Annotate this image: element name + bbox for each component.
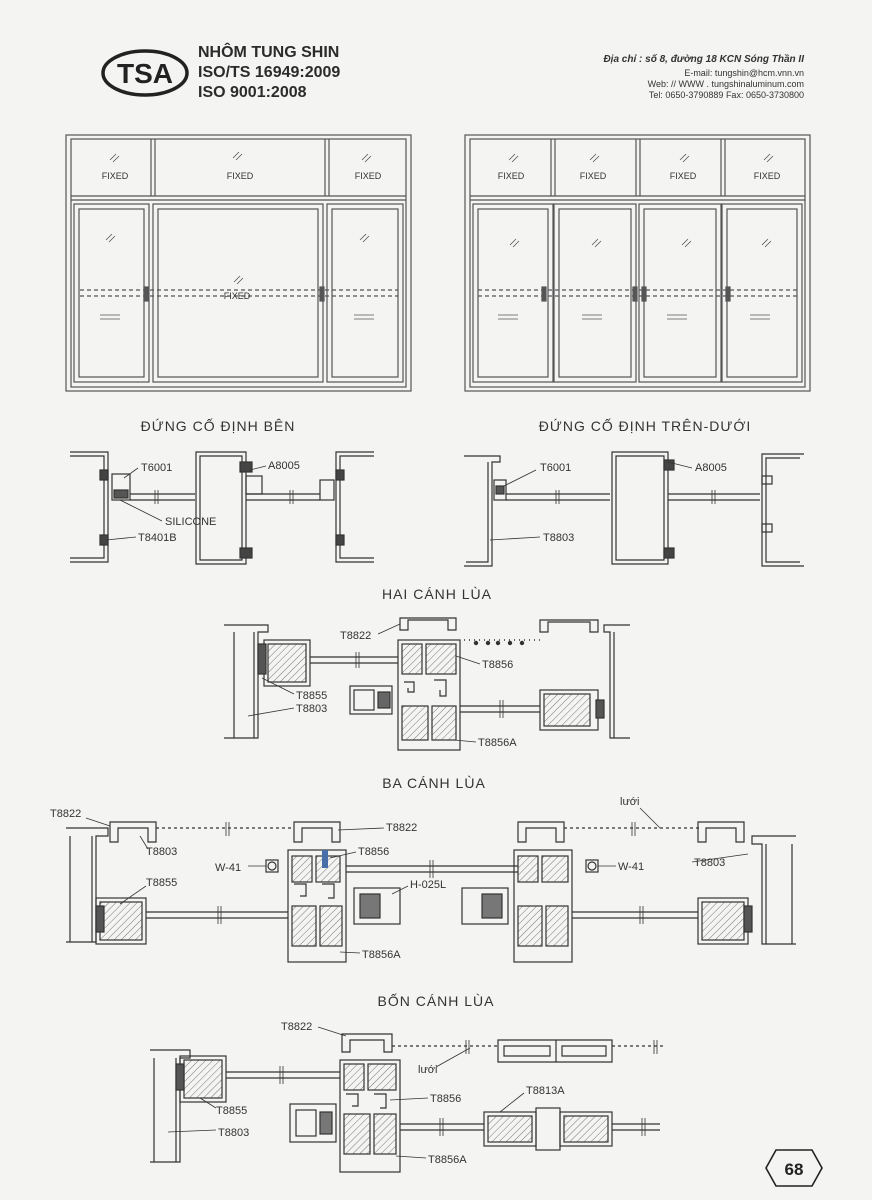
iso-ts-certification: ISO/TS 16949:2009 [198, 64, 341, 81]
fixed-label-center-top: FIXED [227, 171, 254, 181]
title-two-sash: HAI CÁNH LÙA [382, 586, 492, 602]
label-t8803-four: T8803 [218, 1127, 249, 1139]
section-four-sash [150, 1026, 664, 1173]
label-t8856-three: T8856 [358, 846, 389, 858]
fixed-label-r1: FIXED [498, 171, 525, 181]
title-side-fixed: ĐỨNG CỐ ĐỊNH BÊN [141, 417, 296, 434]
label-t8822-three-left: T8822 [50, 808, 81, 820]
contact-web: Web: // WWW . tungshinaluminum.com [647, 79, 804, 89]
label-t8856-four: T8856 [430, 1093, 461, 1105]
fixed-label-r4: FIXED [754, 171, 781, 181]
label-t8813a: T8813A [526, 1085, 565, 1097]
label-t8803-three-left: T8803 [146, 846, 177, 858]
tsa-logo: TSA [101, 49, 189, 97]
fixed-label-r2: FIXED [580, 171, 607, 181]
section-top-bottom-fixed [464, 451, 804, 567]
label-luoi-three: lưới [620, 796, 639, 808]
elevation-top-bottom-fixed [464, 134, 811, 392]
page-number: 68 [785, 1160, 804, 1179]
label-t6001-side: T6001 [141, 462, 172, 474]
label-t8803-two: T8803 [296, 703, 327, 715]
page-number-badge: 68 [765, 1149, 823, 1187]
label-t8855-four: T8855 [216, 1105, 247, 1117]
label-t8855-three: T8855 [146, 877, 177, 889]
label-silicone: SILICONE [165, 516, 216, 528]
iso-9001-certification: ISO 9001:2008 [198, 84, 307, 101]
label-t8822-two: T8822 [340, 630, 371, 642]
label-h025l: H-025L [410, 879, 446, 891]
logo-text: TSA [117, 58, 173, 89]
label-w41-left: W-41 [215, 862, 241, 874]
label-t8822-three-mid: T8822 [386, 822, 417, 834]
elevation-side-fixed [65, 134, 412, 392]
section-side-fixed [70, 451, 374, 565]
section-two-sash [224, 617, 630, 751]
contact-email: E-mail: tungshin@hcm.vnn.vn [684, 68, 804, 78]
label-a8005-side: A8005 [268, 460, 300, 472]
label-t8856a-two: T8856A [478, 737, 517, 749]
contact-address: Địa chỉ : số 8, đường 18 KCN Sóng Thần I… [603, 54, 804, 65]
fixed-label-r3: FIXED [670, 171, 697, 181]
label-t8855-two: T8855 [296, 690, 327, 702]
label-t8401b: T8401B [138, 532, 177, 544]
label-t8803-tb: T8803 [543, 532, 574, 544]
title-three-sash: BA CÁNH LÙA [382, 775, 486, 791]
label-t8856a-four: T8856A [428, 1154, 467, 1166]
label-w41-right: W-41 [618, 861, 644, 873]
label-t8856-two: T8856 [482, 659, 513, 671]
fixed-label-right-top: FIXED [355, 171, 382, 181]
contact-phone: Tel: 0650-3790889 Fax: 0650-3730800 [648, 90, 804, 100]
label-t8856a-three: T8856A [362, 949, 401, 961]
title-top-bottom-fixed: ĐỨNG CỐ ĐỊNH TRÊN-DƯỚI [539, 417, 751, 434]
label-t8822-four: T8822 [281, 1021, 312, 1033]
label-t6001-tb: T6001 [540, 462, 571, 474]
fixed-label-left-top: FIXED [102, 171, 129, 181]
label-luoi-four: lưới [418, 1064, 437, 1076]
label-t8803-three-right: T8803 [694, 857, 725, 869]
title-four-sash: BỐN CÁNH LÙA [377, 992, 494, 1009]
fixed-label-center-panel: FIXED [224, 291, 251, 301]
brand-name: NHÔM TUNG SHIN [198, 44, 340, 61]
section-three-sash [66, 807, 796, 963]
label-a8005-tb: A8005 [695, 462, 727, 474]
